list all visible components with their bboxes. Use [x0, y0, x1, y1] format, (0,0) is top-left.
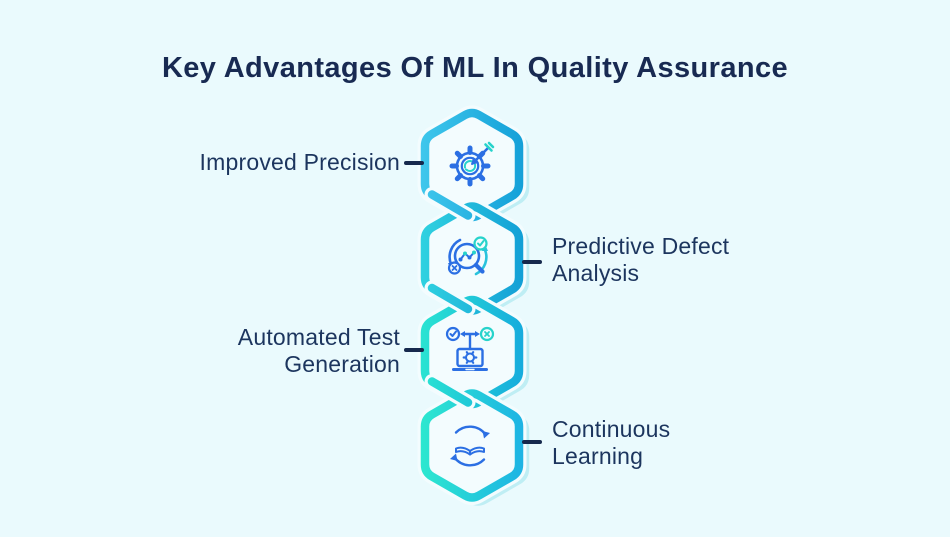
weave-segment-3: [424, 374, 476, 410]
connector-dash-2: [522, 260, 542, 264]
book-refresh-cycle-icon: [450, 425, 490, 467]
advantage-label-automated-test-generation: Automated Test Generation: [237, 324, 400, 377]
advantage-label-continuous-learning: Continuous Learning: [552, 416, 671, 469]
magnifier-defect-chart-icon: [447, 236, 488, 276]
weave-segment-2: [424, 280, 476, 317]
target-dart-gear-icon: [449, 141, 495, 187]
connector-dash-1: [404, 161, 424, 165]
connector-dash-4: [522, 440, 542, 444]
advantage-label-improved-precision: Improved Precision: [199, 149, 400, 175]
advantage-label-predictive-defect-analysis: Predictive Defect Analysis: [552, 233, 730, 286]
connector-dash-3: [404, 348, 424, 352]
page-title: Key Advantages Of ML In Quality Assuranc…: [161, 52, 789, 84]
laptop-test-arrows-icon: [445, 326, 495, 371]
weave-segment-1: [424, 187, 476, 223]
